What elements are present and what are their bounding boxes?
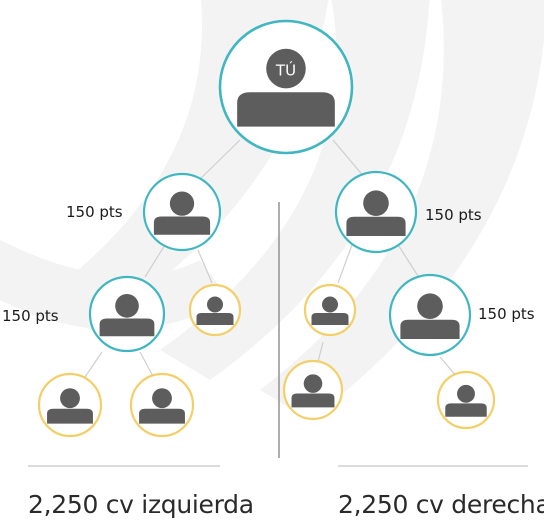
person-body-icon (445, 403, 487, 417)
points-label-right-level1: 150 pts (425, 206, 482, 224)
person-head-icon (207, 296, 223, 313)
person-body-icon (400, 319, 460, 339)
avatar-node-right-level2 (388, 273, 472, 357)
points-label-right-level2: 150 pts (478, 305, 535, 323)
avatar-node-right-level3-a (282, 359, 344, 421)
connector-root-left (196, 139, 241, 183)
person-body-icon (311, 313, 349, 325)
person-body-icon (196, 313, 234, 325)
left-total: 2,250 cv izquierda (28, 490, 254, 519)
avatar-node-root: TÚ (218, 19, 354, 155)
root-label: TÚ (275, 61, 296, 80)
person-head-icon (363, 190, 389, 216)
person-body-icon (346, 216, 406, 236)
person-body-icon (99, 318, 155, 337)
points-label-left-level2: 150 pts (2, 307, 59, 325)
avatar-node-right-level1 (334, 170, 418, 254)
person-head-icon (322, 296, 338, 313)
avatar-node-left-level2 (88, 275, 166, 353)
avatar-node-left-level3-a (37, 372, 103, 438)
person-head-icon (169, 191, 195, 216)
connector-r2-rl (317, 341, 324, 363)
person-head-icon (457, 384, 475, 403)
person-body-icon (153, 216, 211, 235)
connector-l1-lr (197, 249, 213, 284)
avatar-node-left-level1 (142, 172, 222, 252)
person-head-icon (417, 293, 443, 320)
person-body-icon (47, 408, 93, 424)
tree-nodes: TÚ (37, 19, 496, 438)
avatar-node-left-level3-b (129, 372, 195, 438)
avatar-node-right-level3-b (436, 370, 496, 430)
person-body-icon (291, 393, 335, 408)
connector-root-right (332, 139, 366, 179)
right-total: 2,250 cv derecha (338, 490, 544, 519)
person-body-icon (139, 408, 185, 424)
points-label-left-level1: 150 pts (66, 203, 123, 221)
avatar-node-right-level2-referral (303, 283, 357, 337)
person-head-icon (60, 388, 80, 409)
connector-r1-rl (337, 244, 353, 284)
person-body-icon (237, 92, 335, 127)
person-head-icon (303, 374, 323, 393)
connector-l2-ll (82, 351, 103, 381)
avatar-node-left-level2-referral (188, 283, 242, 337)
person-head-icon (115, 294, 139, 318)
person-head-icon (152, 388, 172, 409)
person-head-icon (266, 48, 306, 89)
